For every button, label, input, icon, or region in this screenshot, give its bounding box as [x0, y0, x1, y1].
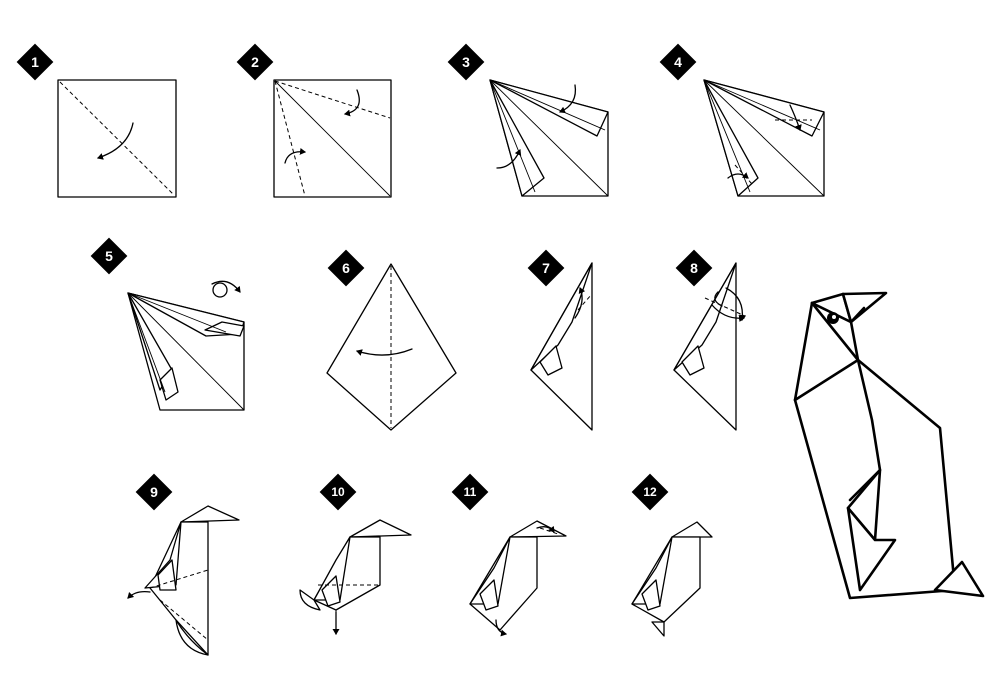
step-number-9: 9 [150, 484, 158, 500]
step-1-diagram [57, 79, 177, 198]
curved-arrow-icon [495, 619, 507, 637]
step-number-2: 2 [251, 54, 259, 70]
step-9-diagram [127, 505, 240, 656]
curved-arrow-icon [789, 104, 802, 131]
turn-over-icon [211, 280, 241, 298]
step-badge-6: 6 [327, 249, 365, 287]
step-number-8: 8 [690, 260, 698, 276]
step-badge-11: 11 [451, 473, 489, 511]
step-badge-4: 4 [659, 43, 697, 81]
step-number-7: 7 [542, 260, 550, 276]
curved-arrow-icon [356, 348, 413, 356]
step-number-6: 6 [342, 260, 350, 276]
step-number-4: 4 [674, 54, 682, 70]
step-badge-7: 7 [527, 249, 565, 287]
step-badge-8: 8 [675, 249, 713, 287]
finished-penguin [793, 291, 985, 600]
step-number-11: 11 [464, 485, 477, 499]
step-badge-9: 9 [135, 473, 173, 511]
step-6-diagram [326, 263, 457, 431]
step-5-diagram [127, 280, 245, 411]
step-8-diagram [673, 262, 747, 431]
step-12-diagram [631, 521, 713, 637]
curved-arrow-icon [344, 89, 360, 117]
step-3-diagram [489, 79, 609, 197]
step-number-10: 10 [331, 485, 345, 499]
step-4-diagram [703, 79, 825, 197]
curved-arrow-icon [714, 291, 723, 307]
curved-arrow-icon [97, 122, 134, 160]
step-number-5: 5 [105, 248, 113, 264]
curved-arrow-icon [496, 149, 522, 169]
curved-arrow-icon [711, 304, 745, 323]
curved-arrow-icon [559, 84, 577, 114]
step-number-1: 1 [31, 54, 39, 70]
step-badge-12: 12 [631, 473, 669, 511]
step-badge-1: 1 [16, 43, 54, 81]
curved-arrow-icon [536, 525, 555, 533]
step-badge-10: 10 [319, 473, 357, 511]
step-10-diagram [299, 519, 412, 635]
curved-arrow-icon [727, 172, 749, 179]
step-badge-5: 5 [90, 237, 128, 275]
curved-arrow-icon [574, 287, 586, 319]
step-badge-2: 2 [236, 43, 274, 81]
step-number-3: 3 [462, 54, 470, 70]
step-11-diagram [469, 520, 567, 637]
curved-arrow-icon [127, 590, 151, 599]
curved-arrow-icon [284, 147, 306, 164]
step-number-12: 12 [643, 485, 657, 499]
step-badge-3: 3 [447, 43, 485, 81]
step-7-diagram [530, 262, 593, 431]
step-2-diagram [273, 79, 392, 198]
